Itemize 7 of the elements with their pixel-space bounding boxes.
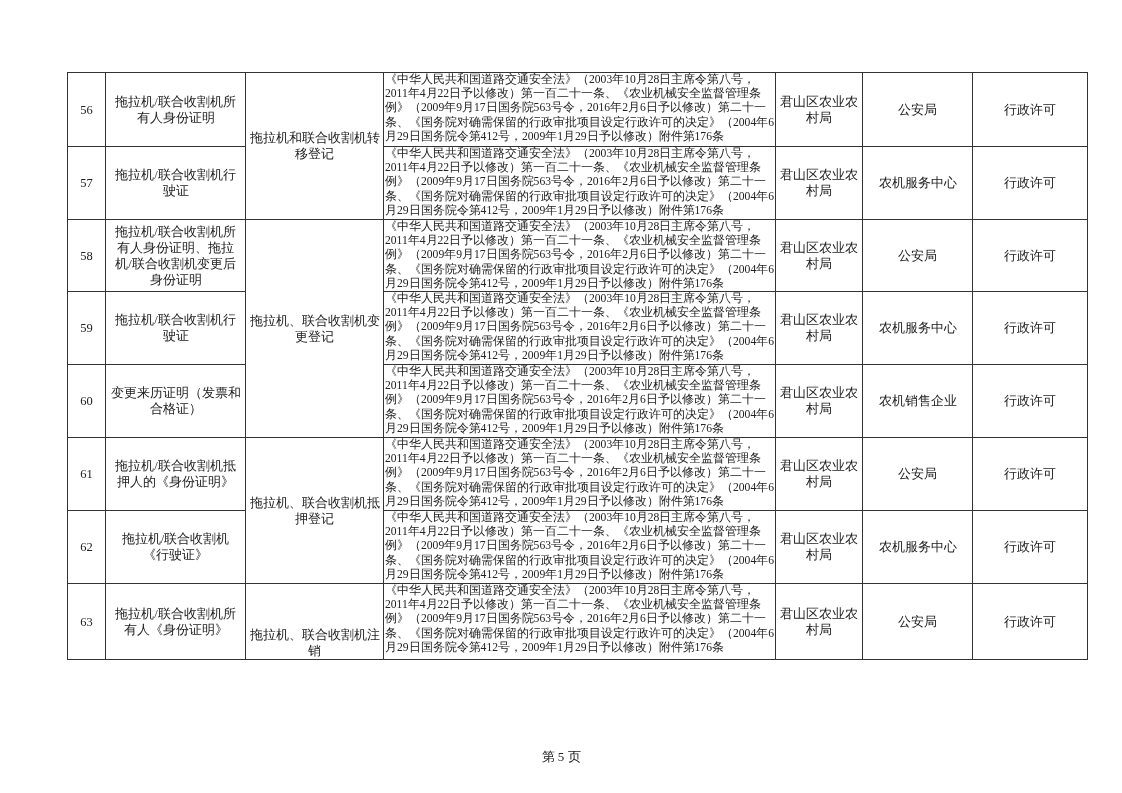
table-cell: 《中华人民共和国道路交通安全法》（2003年10月28日主席令第八号，2011年4月22日予以修改）第一百二十一条、《农业机械安全监督管理条例》（2009年9月17日国务院563号令，2016年2月6日予以修改）第二十一条、《国务院对确需保留的行政审批项目设定行政许可的决定》（2004年6月29日国务院令第412号，2009年1月29日予以修改）附件第176条 (383, 583, 776, 660)
table-cell: 行政许可 (972, 72, 1088, 147)
page-number: 第 5 页 (540, 748, 582, 766)
table-cell: 56 (67, 72, 106, 147)
table-cell: 63 (67, 583, 106, 660)
table-cell: 行政许可 (972, 583, 1088, 660)
table-cell: 《中华人民共和国道路交通安全法》（2003年10月28日主席令第八号，2011年4月22日予以修改）第一百二十一条、《农业机械安全监督管理条例》（2009年9月17日国务院563号令，2016年2月6日予以修改）第二十一条、《国务院对确需保留的行政审批项目设定行政许可的决定》（2004年6月29日国务院令第412号，2009年1月29日予以修改）附件第176条 (383, 219, 776, 292)
